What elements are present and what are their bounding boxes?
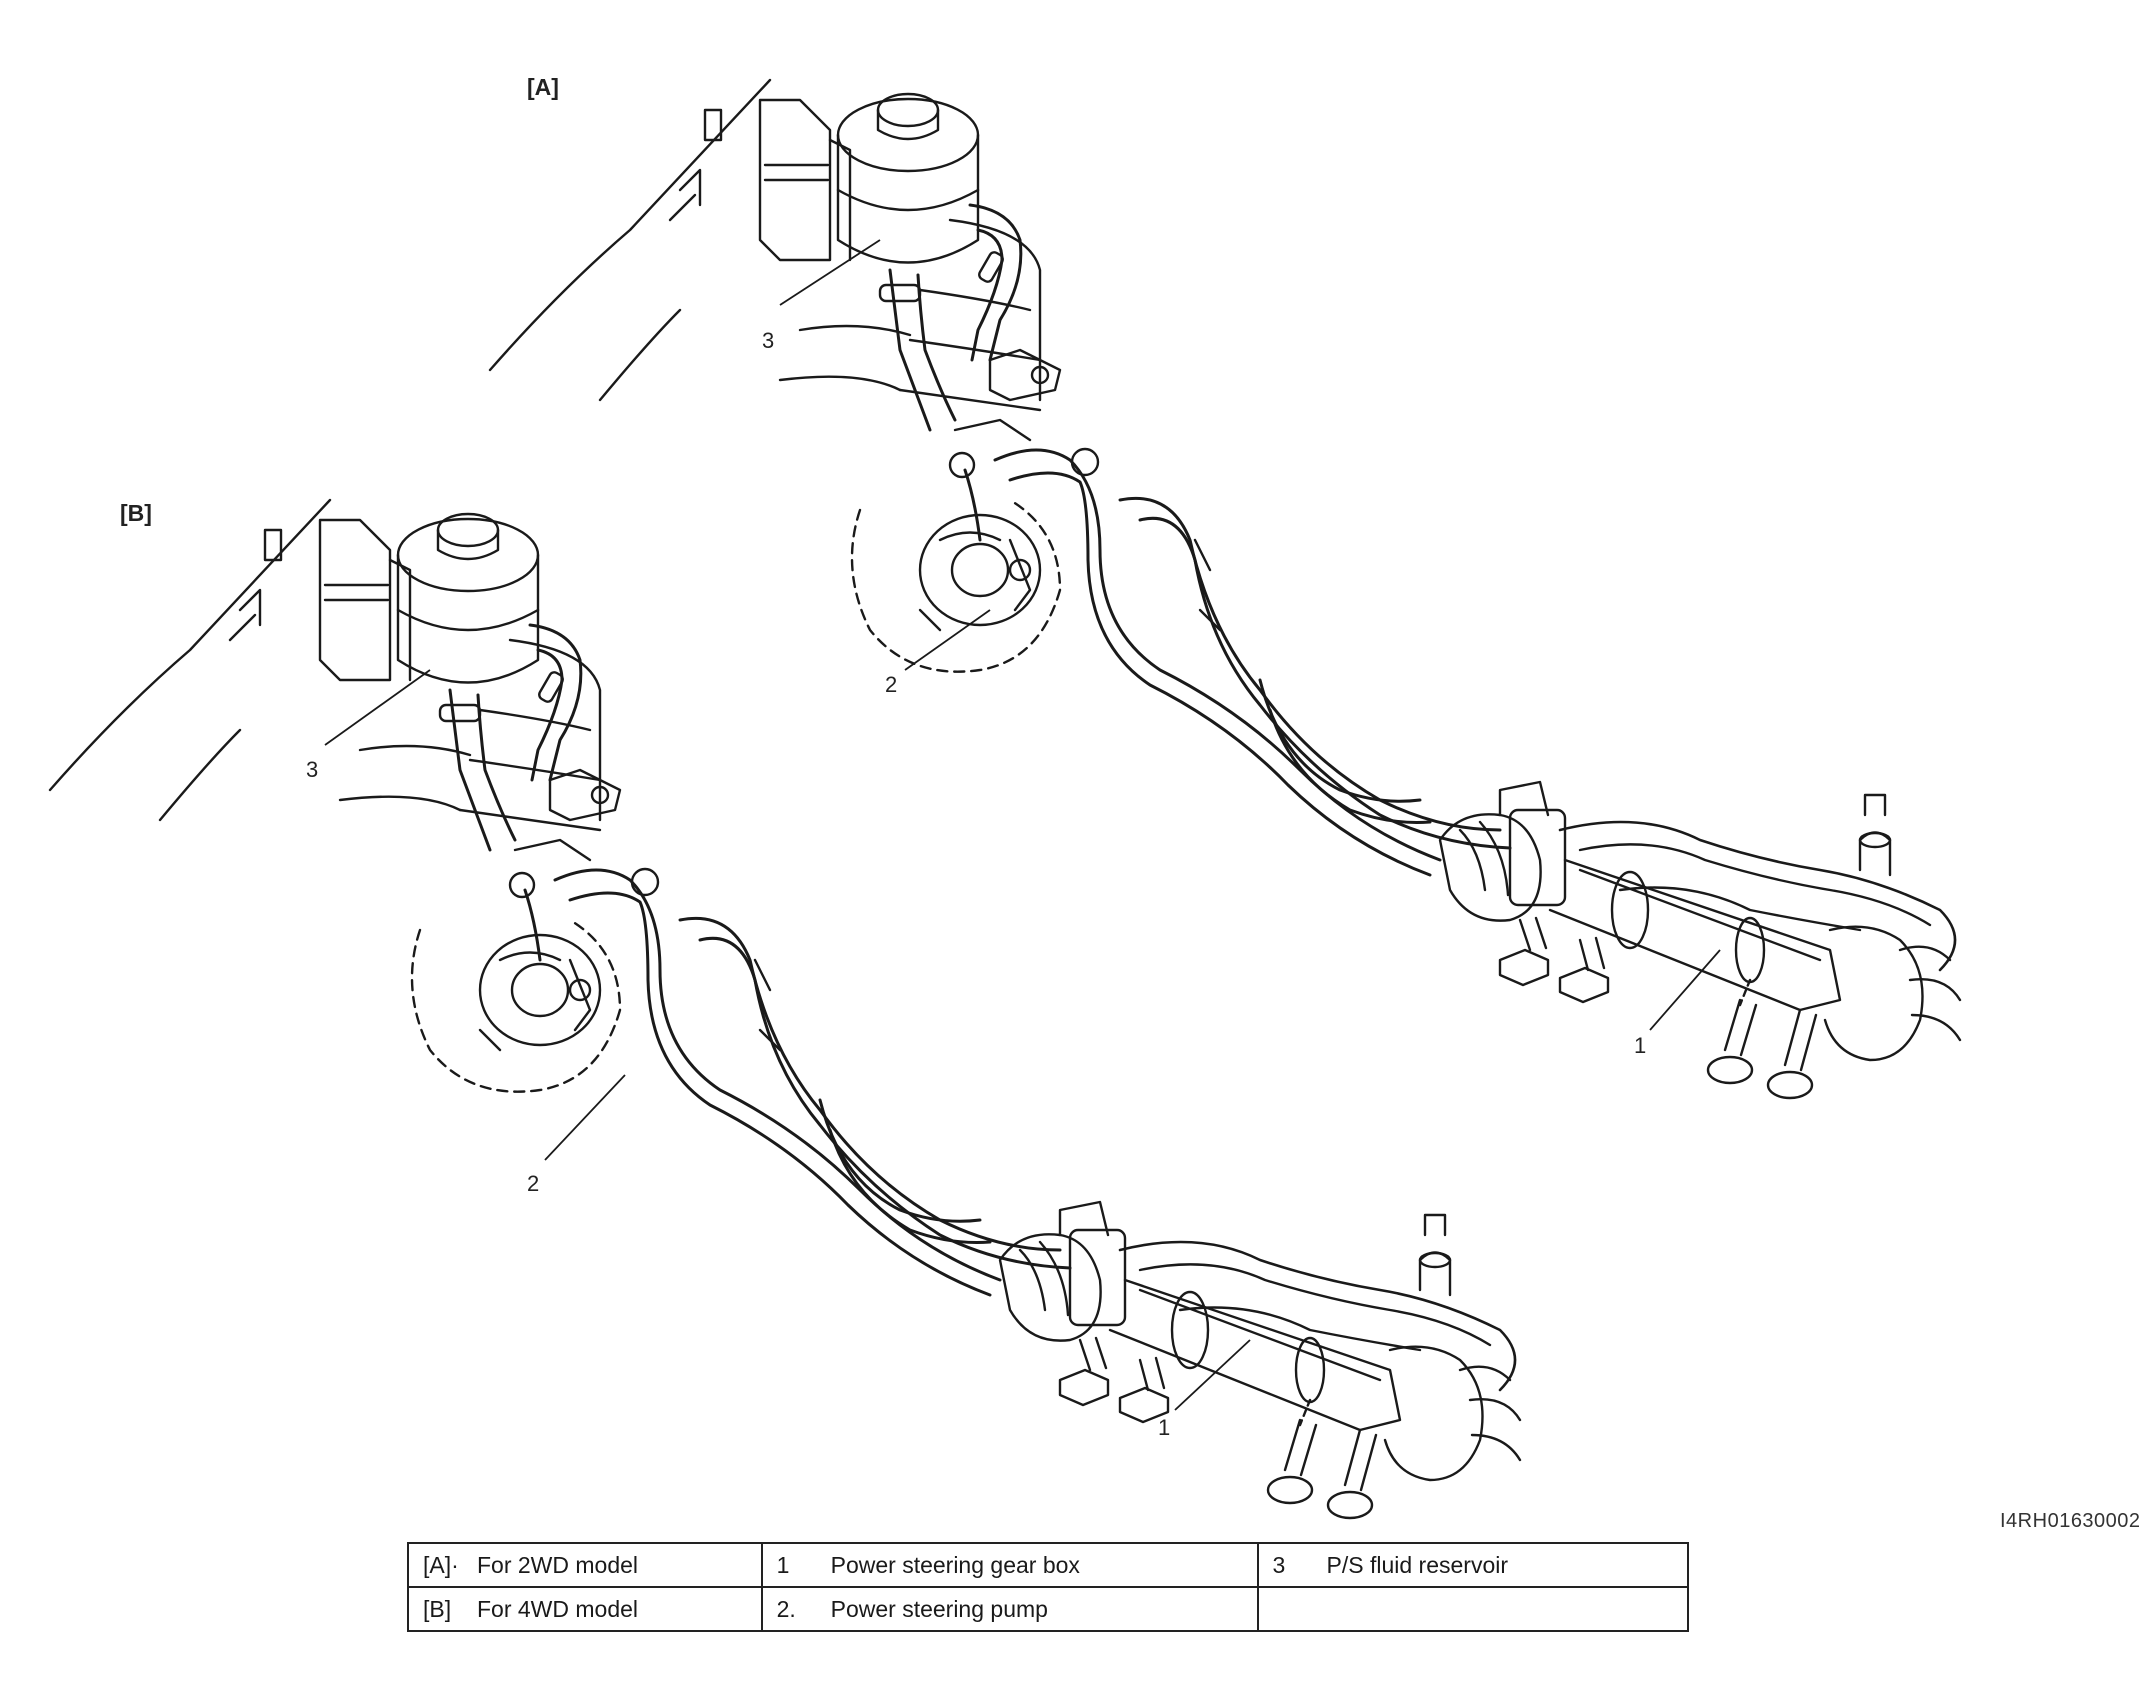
legend-text: For 4WD model: [477, 1595, 639, 1622]
view-b-callout-pump: 2: [527, 1171, 540, 1196]
legend-cell: 1 Power steering gear box: [760, 1542, 1259, 1588]
view-a-label: [A]: [527, 74, 559, 100]
legend-cell: [B] For 4WD model: [407, 1586, 763, 1632]
view-b-label: [B]: [120, 500, 152, 526]
view-a-assembly: [488, 78, 1962, 1100]
legend-cell: [1256, 1586, 1689, 1632]
view-b-assembly: [48, 498, 1522, 1520]
legend-text: Power steering pump: [830, 1595, 1048, 1622]
legend-key: [B]: [423, 1595, 452, 1622]
legend-row: [A]· For 2WD model 1 Power steering gear b…: [407, 1542, 1689, 1588]
view-a-callout-pump: 2: [885, 672, 898, 697]
figure-code: I4RH01630002: [2000, 1510, 2141, 1532]
view-b-callout-gear-box: 1: [1158, 1415, 1171, 1440]
legend-cell: 2. Power steering pump: [760, 1586, 1259, 1632]
view-b-callout-reservoir: 3: [306, 757, 319, 782]
legend-key: 3: [1272, 1551, 1286, 1578]
legend-cell: [A]· For 2WD model: [407, 1542, 763, 1588]
legend-key: 2.: [776, 1595, 796, 1622]
legend-text: P/S fluid reservoir: [1326, 1551, 1509, 1578]
view-a-callout-gear-box: 1: [1634, 1033, 1647, 1058]
legend-cell: 3 P/S fluid reservoir: [1256, 1542, 1689, 1588]
legend-table: [A]· For 2WD model 1 Power steering gear b…: [407, 1542, 1689, 1632]
legend-row: [B] For 4WD model 2. Power steering pump: [407, 1586, 1689, 1632]
legend-key: [A]·: [423, 1551, 459, 1578]
view-a-callout-reservoir: 3: [762, 328, 775, 353]
legend-key: 1: [776, 1551, 790, 1578]
legend-text: Power steering gear box: [830, 1551, 1080, 1578]
legend-text: For 2WD model: [477, 1551, 639, 1578]
